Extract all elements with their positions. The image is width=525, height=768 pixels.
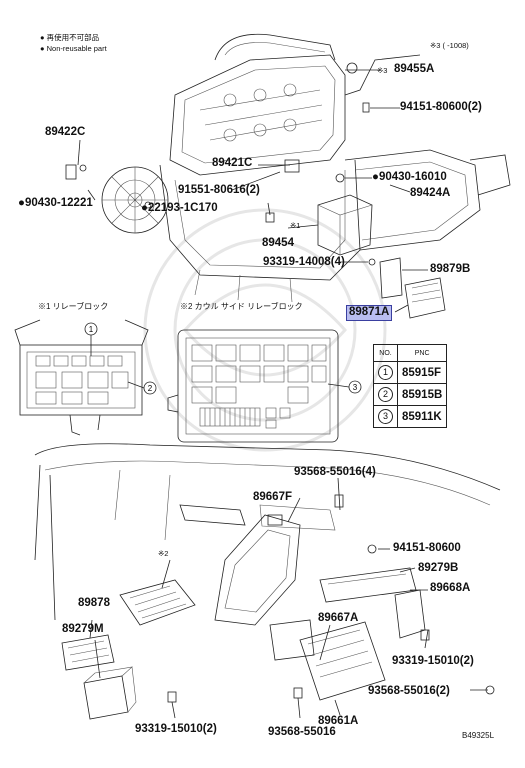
part-89871A[interactable]: 89871A	[346, 305, 393, 321]
part-91551-80616-2[interactable]: 91551-80616(2)	[178, 184, 260, 196]
note-3: ※3 ( -1008)	[430, 41, 469, 50]
part-94151-80600[interactable]: 94151-80600	[393, 542, 461, 554]
callout-circle-3: 3	[353, 383, 358, 392]
pnc-row: 2 85915B	[373, 383, 448, 406]
engine-illustration	[101, 33, 511, 303]
part-93568-55016[interactable]: 93568-55016	[268, 726, 336, 738]
part-89878[interactable]: 89878	[78, 597, 110, 609]
part-89455A[interactable]: 89455A	[394, 63, 435, 75]
relay-block-title: ※1 リレーブロック	[38, 302, 109, 311]
pnc-table: NO. PNC 1 85915F 2 85915B 3 85911K	[373, 344, 448, 428]
mark-3: ※3	[377, 66, 388, 75]
diagram-code: B49325L	[462, 731, 495, 740]
part-90430-16010[interactable]: ●90430-16010	[372, 171, 447, 183]
sensor-89871A-outline	[404, 277, 446, 319]
callout-circle-1: 1	[89, 325, 94, 334]
part-89424A[interactable]: 89424A	[410, 187, 451, 199]
pnc-row-no: 3	[378, 409, 393, 424]
part-93568-55016-2[interactable]: 93568-55016(2)	[368, 685, 450, 697]
part-90430-12221[interactable]: ●90430-12221	[18, 197, 93, 209]
pnc-header-pnc: PNC	[396, 344, 448, 362]
cowl-relay-block-title: ※2 カウル サイド リレーブロック	[180, 302, 303, 311]
part-89667A[interactable]: 89667A	[318, 612, 359, 624]
watermark-emblem	[143, 208, 387, 452]
pnc-row-value[interactable]: 85915F	[396, 361, 448, 384]
callout-circle-2: 2	[148, 384, 153, 393]
legend-nonreusable-jp: ● 再使用不可部品	[40, 33, 100, 42]
ecu-89454-outline	[317, 194, 373, 256]
part-89454[interactable]: 89454	[262, 237, 294, 249]
mark-1: ※1	[290, 221, 301, 230]
part-89668A[interactable]: 89668A	[430, 582, 471, 594]
part-89421C[interactable]: 89421C	[212, 157, 253, 169]
part-22193-1C170[interactable]: ●22193-1C170	[141, 202, 218, 214]
pnc-table-header: NO. PNC	[373, 344, 448, 362]
cowl-side-relay-block	[167, 329, 362, 443]
part-89661A[interactable]: 89661A	[318, 715, 359, 727]
part-89279M[interactable]: 89279M	[62, 623, 104, 635]
relay-block-1	[14, 319, 157, 436]
pnc-header-no: NO.	[373, 344, 398, 362]
part-89422C[interactable]: 89422C	[45, 126, 86, 138]
part-93319-14008-4[interactable]: 93319-14008(4)	[263, 256, 345, 268]
part-93319-15010-2-right[interactable]: 93319-15010(2)	[392, 655, 474, 667]
pnc-row-value[interactable]: 85911K	[396, 405, 448, 428]
pnc-row-no: 1	[378, 365, 393, 380]
part-89667F[interactable]: 89667F	[253, 491, 293, 503]
dashboard-illustration	[34, 443, 501, 720]
pnc-row-no: 2	[378, 387, 393, 402]
mark-2: ※2	[158, 549, 169, 558]
dashboard-leader-lines	[89, 477, 495, 719]
pnc-row: 1 85915F	[373, 361, 448, 384]
legend-nonreusable-en: ● Non-reusable part	[40, 44, 107, 53]
pnc-row: 3 85911K	[373, 405, 448, 428]
part-93568-55016-4[interactable]: 93568-55016(4)	[294, 466, 376, 478]
part-94151-80600-2[interactable]: 94151-80600(2)	[400, 101, 482, 113]
part-89879B[interactable]: 89879B	[430, 263, 471, 275]
pnc-row-value[interactable]: 85915B	[396, 383, 448, 406]
part-89279B[interactable]: 89279B	[418, 562, 459, 574]
part-93319-15010-2-bottom[interactable]: 93319-15010(2)	[135, 723, 217, 735]
fastener-glyphs	[65, 62, 376, 266]
